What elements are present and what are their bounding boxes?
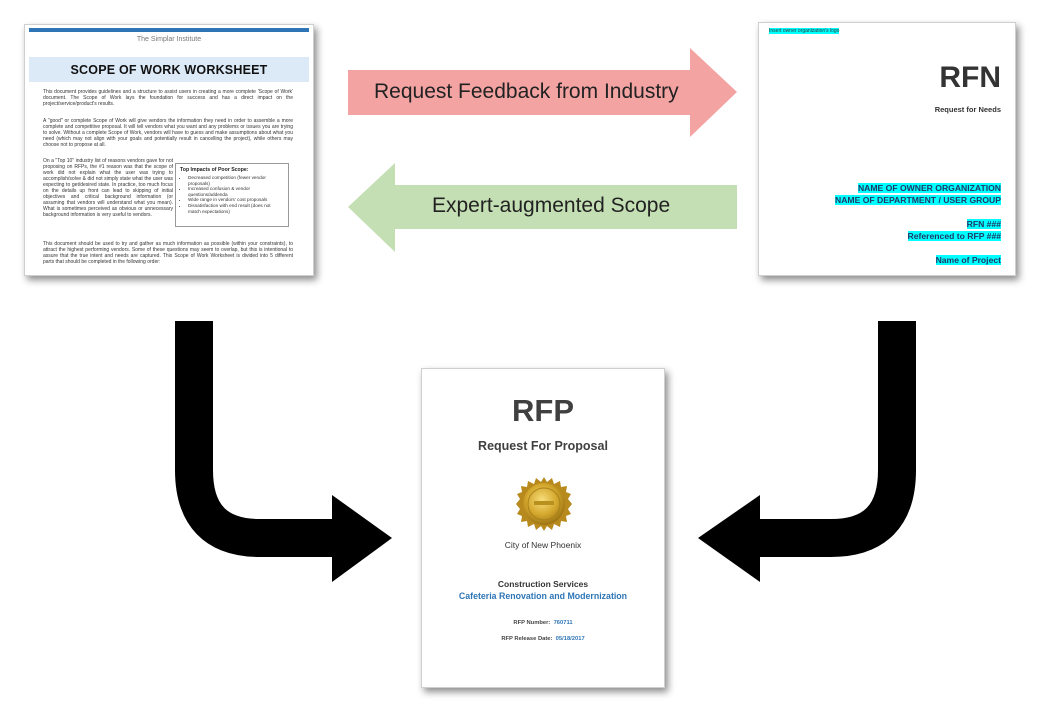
impact-item: Dissatisfaction with end result (does no… [188, 203, 284, 214]
rfn-document: Insert owner organization's logo RFN Req… [758, 22, 1016, 276]
project-title: Cafeteria Renovation and Modernization [458, 591, 628, 601]
impact-item: Decreased competition (fewer vendor prop… [188, 175, 284, 186]
worksheet-title: SCOPE OF WORK WORKSHEET [70, 62, 268, 77]
rfp-subtitle: Request For Proposal [478, 439, 608, 453]
scope-of-work-document: The Simplar Institute SCOPE OF WORK WORK… [24, 24, 314, 276]
sow-paragraph-4: This document should be used to try and … [43, 241, 293, 265]
sow-paragraph-2: A "good" or complete Scope of Work will … [43, 118, 293, 148]
expert-scope-arrow [348, 163, 737, 252]
right-curved-arrowhead [698, 495, 760, 582]
rfp-reference: Referenced to RFP ### [907, 231, 1001, 241]
expert-scope-label: Expert-augmented Scope [432, 194, 671, 217]
rfn-title: RFN [939, 61, 1001, 94]
request-feedback-label: Request Feedback from Industry [374, 80, 679, 103]
rfp-date-line: RFP Release Date: 05/18/2017 [501, 636, 585, 642]
right-curved-arrow [752, 321, 916, 557]
rfp-date-value: 05/18/2017 [555, 636, 585, 642]
logo-placeholder: Insert owner organization's logo [769, 28, 840, 34]
sow-paragraph-1: This document provides guidelines and a … [43, 89, 293, 107]
request-feedback-arrow [348, 48, 737, 137]
top-impacts-list: Decreased competition (fewer vendor prop… [180, 175, 284, 214]
rfp-number-value: 760711 [553, 620, 573, 626]
sow-paragraph-3: On a "Top 10" industry list of reasons v… [43, 158, 173, 218]
service-category: Construction Services [497, 579, 589, 589]
header-bar [29, 28, 309, 32]
left-curved-arrow [175, 321, 340, 557]
worksheet-title-box: SCOPE OF WORK WORKSHEET [29, 57, 309, 82]
impact-item: Increased confusion & vendor questions/a… [188, 186, 284, 197]
rfp-title: RFP [512, 393, 574, 428]
rfn-subtitle: Request for Needs [934, 105, 1001, 114]
rfn-number: RFN ### [966, 219, 1001, 229]
project-name: Name of Project [935, 255, 1001, 265]
city-name: City of New Phoenix [504, 540, 582, 550]
institute-name: The Simplar Institute [136, 36, 202, 43]
left-curved-arrowhead [332, 495, 392, 582]
rfp-number-line: RFP Number: 760711 [513, 620, 573, 626]
owner-organization: NAME OF OWNER ORGANIZATION [857, 183, 1001, 193]
department-name: NAME OF DEPARTMENT / USER GROUP [835, 195, 1001, 205]
top-impacts-box: Top Impacts of Poor Scope: Decreased com… [175, 163, 289, 227]
impact-item: Wide range in vendors' cost proposals [188, 197, 284, 203]
rfp-document: RFP Request For Proposal City of New Pho… [421, 368, 665, 688]
gold-seal-icon [516, 477, 572, 531]
top-impacts-title: Top Impacts of Poor Scope: [180, 167, 249, 173]
